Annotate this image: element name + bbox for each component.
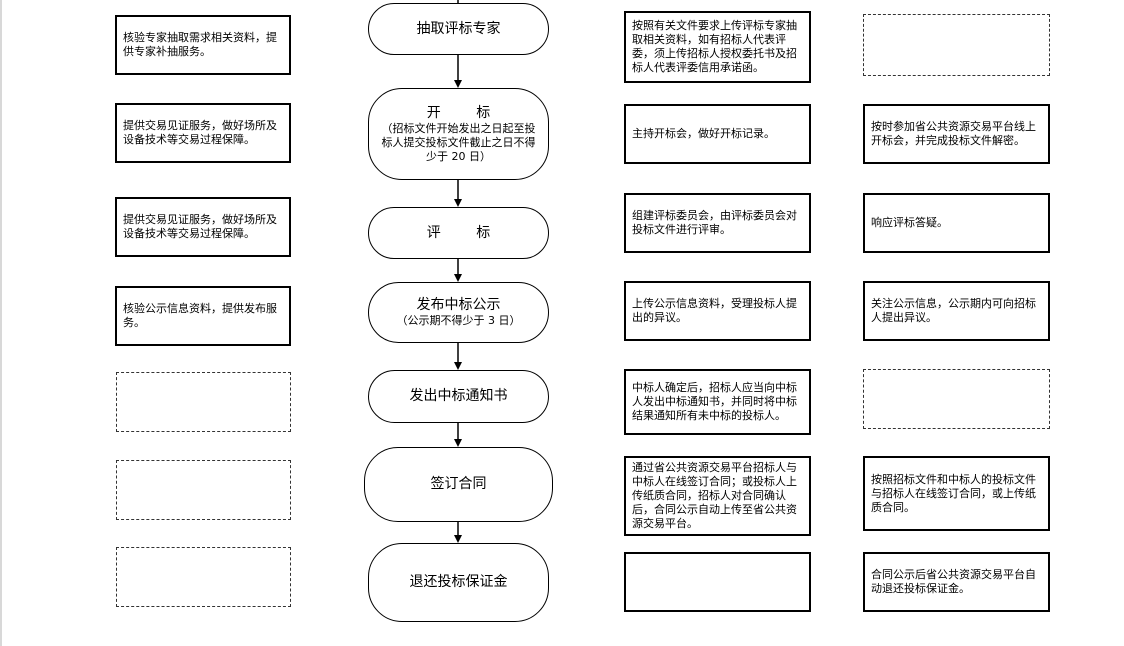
flow-step-label: 发出中标通知书 [409, 388, 508, 404]
tenderer-box-5: 中标人确定后，招标人应当向中标人发出中标通知书，并同时将中标结果通知所有未中标的… [624, 369, 811, 435]
bidder-box-text: 按时参加省公共资源交易平台线上开标会，并完成投标文件解密。 [871, 120, 1036, 147]
bidder-box-text: 按照招标文件和中标人的投标文件与招标人在线签订合同，或上传纸质合同。 [871, 472, 1036, 514]
flow-step-label: 抽取评标专家 [416, 20, 501, 37]
arrow-head-5 [454, 439, 462, 447]
arrow-head-6 [454, 535, 462, 543]
bidder-box-3: 响应评标答疑。 [863, 193, 1050, 253]
bidder-box-6: 按照招标文件和中标人的投标文件与招标人在线签订合同，或上传纸质合同。 [863, 456, 1050, 531]
flow-step-note: （公示期不得少于 3 日） [396, 314, 521, 327]
window-left-edge [0, 0, 2, 646]
service-box-3: 提供交易见证服务，做好场所及设备技术等交易过程保障。 [115, 197, 291, 257]
tenderer-box-text: 中标人确定后，招标人应当向中标人发出中标通知书，并同时将中标结果通知所有未中标的… [632, 381, 797, 422]
flow-step-label: 评 标 [426, 224, 491, 241]
flow-step-5: 发出中标通知书 [368, 370, 549, 423]
arrow-head-4 [454, 362, 462, 370]
tenderer-box-2: 主持开标会，做好开标记录。 [624, 104, 811, 164]
bidder-box-4: 关注公示信息，公示期内可向招标人提出异议。 [863, 281, 1050, 341]
bidder-box-text: 合同公示后省公共资源交易平台自动退还投标保证金。 [871, 568, 1036, 595]
service-box-text: 核验公示信息资料，提供发布服务。 [123, 302, 277, 329]
tenderer-box-1: 按照有关文件要求上传评标专家抽取相关资料，如有招标人代表评委，须上传招标人授权委… [624, 11, 811, 83]
tenderer-box-text: 按照有关文件要求上传评标专家抽取相关资料，如有招标人代表评委，须上传招标人授权委… [632, 19, 797, 74]
service-box-text: 核验专家抽取需求相关资料，提供专家补抽服务。 [123, 31, 277, 58]
tenderer-box-7 [624, 552, 811, 612]
service-box-1: 核验专家抽取需求相关资料，提供专家补抽服务。 [115, 15, 291, 75]
flow-step-label: 签订合同 [430, 476, 487, 492]
flow-step-3: 评 标 [368, 207, 549, 259]
service-box-7 [116, 547, 291, 607]
bidder-box-text: 关注公示信息，公示期内可向招标人提出异议。 [871, 297, 1036, 324]
service-box-2: 提供交易见证服务，做好场所及设备技术等交易过程保障。 [115, 103, 291, 163]
service-box-4: 核验公示信息资料，提供发布服务。 [115, 286, 291, 346]
flow-step-note: （招标文件开始发出之日起至投标人提交投标文件截止之日不得少于 20 日） [381, 121, 536, 163]
tenderer-box-3: 组建评标委员会，由评标委员会对投标文件进行评审。 [624, 193, 811, 253]
arrow-head-1 [454, 80, 462, 88]
bidder-box-7: 合同公示后省公共资源交易平台自动退还投标保证金。 [863, 552, 1050, 612]
bidder-box-2: 按时参加省公共资源交易平台线上开标会，并完成投标文件解密。 [863, 104, 1050, 164]
service-box-text: 提供交易见证服务，做好场所及设备技术等交易过程保障。 [123, 213, 277, 240]
arrow-head-2 [454, 199, 462, 207]
bidder-box-5 [863, 369, 1050, 429]
tenderer-box-text: 通过省公共资源交易平台招标人与中标人在线签订合同；或投标人上传纸质合同，招标人对… [632, 461, 797, 530]
tenderer-box-text: 组建评标委员会，由评标委员会对投标文件进行评审。 [632, 209, 797, 236]
flow-step-6: 签订合同 [364, 447, 553, 522]
flow-step-4: 发布中标公示（公示期不得少于 3 日） [368, 282, 549, 343]
service-box-6 [116, 460, 291, 520]
flow-step-2: 开 标（招标文件开始发出之日起至投标人提交投标文件截止之日不得少于 20 日） [368, 88, 549, 180]
tenderer-box-4: 上传公示信息资料，受理投标人提出的异议。 [624, 281, 811, 341]
flow-step-label: 发布中标公示 [416, 297, 501, 313]
bidder-box-text: 响应评标答疑。 [871, 216, 948, 229]
flow-step-1: 抽取评标专家 [368, 3, 549, 55]
service-box-5 [116, 372, 291, 432]
flow-step-label: 开 标 [426, 104, 491, 121]
arrow-head-3 [454, 274, 462, 282]
flow-step-7: 退还投标保证金 [368, 543, 549, 622]
flow-step-label: 退还投标保证金 [409, 574, 508, 590]
bidder-box-1 [863, 14, 1050, 76]
tenderer-box-text: 上传公示信息资料，受理投标人提出的异议。 [632, 297, 797, 324]
tenderer-box-6: 通过省公共资源交易平台招标人与中标人在线签订合同；或投标人上传纸质合同，招标人对… [624, 456, 811, 536]
tenderer-box-text: 主持开标会，做好开标记录。 [632, 127, 775, 140]
service-box-text: 提供交易见证服务，做好场所及设备技术等交易过程保障。 [123, 119, 277, 146]
